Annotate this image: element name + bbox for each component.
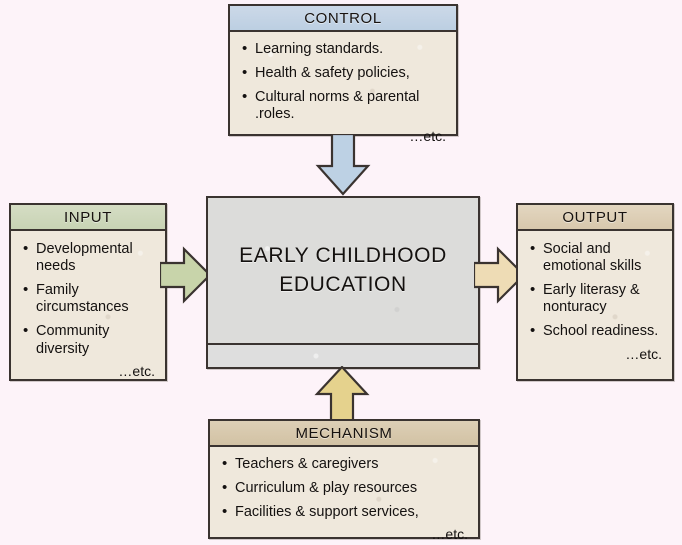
center-activity-footer-strip [208,345,478,367]
input-arrow-right-icon [158,244,212,306]
control-etc-label: …etc. [409,128,446,145]
control-box[interactable]: CONTROL Learning standards. Health & saf… [228,4,458,144]
output-box[interactable]: OUTPUT Social and emotional skills Early… [516,203,674,381]
list-item: Social and emotional skills [529,240,662,275]
list-item: Learning standards. [241,40,446,58]
output-box-header: OUTPUT [518,205,672,231]
control-box-header: CONTROL [230,6,456,32]
list-item: Facilities & support services, [221,503,468,521]
list-item: Curriculum & play resources [221,479,468,497]
center-activity-main: EARLY CHILDHOOD EDUCATION [208,198,478,345]
output-box-body: Social and emotional skills Early litera… [518,231,672,379]
list-item: Community diversity [22,322,155,357]
input-box-body: Developmental needs Family circumstances… [11,231,165,379]
list-item: Cultural norms & parental .roles. [241,88,446,123]
list-item: Family circumstances [22,281,155,316]
mechanism-box-body: Teachers & caregivers Curriculum & play … [210,447,478,542]
center-activity-box[interactable]: EARLY CHILDHOOD EDUCATION [206,196,480,369]
input-etc-label: …etc. [118,362,155,379]
input-item-list: Developmental needs Family circumstances… [22,240,155,358]
list-item: Developmental needs [22,240,155,275]
mechanism-etc-label: …etc. [431,526,468,543]
output-item-list: Social and emotional skills Early litera… [529,240,662,341]
list-item: Teachers & caregivers [221,455,468,473]
control-item-list: Learning standards. Health & safety poli… [241,40,446,123]
input-box[interactable]: INPUT Developmental needs Family circums… [9,203,167,381]
list-item: Early literasy & nonturacy [529,281,662,316]
control-box-body: Learning standards. Health & safety poli… [230,32,456,144]
control-arrow-down-icon [312,132,374,196]
mechanism-box[interactable]: MECHANISM Teachers & caregivers Curricul… [208,419,480,542]
mechanism-arrow-up-icon [314,365,370,426]
center-title-line-1: EARLY CHILDHOOD [239,244,447,268]
list-item: Health & safety policies, [241,64,446,82]
input-box-header: INPUT [11,205,165,231]
mechanism-box-header: MECHANISM [210,421,478,447]
output-etc-label: …etc. [625,345,662,362]
center-title-line-2: EDUCATION [279,272,407,296]
mechanism-item-list: Teachers & caregivers Curriculum & play … [221,455,468,521]
center-activity-title: EARLY CHILDHOOD EDUCATION [239,242,447,299]
output-arrow-right-icon [472,244,526,306]
list-item: School readiness. [529,322,662,340]
